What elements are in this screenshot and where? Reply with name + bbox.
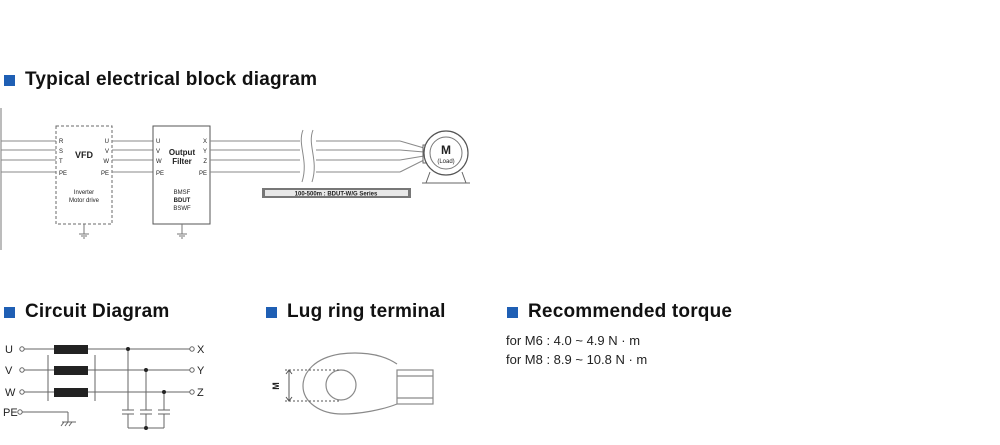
cable-length-label: 100-500m : BDUT-W/G Series <box>295 192 378 198</box>
torque-line-m6: for M6 : 4.0 ~ 4.9 N · m <box>506 333 641 348</box>
filter-out-label: Z <box>203 159 207 165</box>
inductor-icon <box>54 388 88 397</box>
heading-circuit-diagram: Circuit Diagram <box>4 301 169 323</box>
section-bullet <box>4 74 15 86</box>
vfd-in-label: T <box>59 159 63 165</box>
heading-text: Recommended torque <box>528 301 733 322</box>
filter-out-label: Y <box>203 149 207 155</box>
filter-title: Filter <box>172 157 192 166</box>
filter-model: BSWF <box>173 206 191 212</box>
circuit-input-label: W <box>5 387 16 399</box>
filter-out-label: X <box>203 139 207 145</box>
vfd-box <box>55 125 113 225</box>
vfd-out-label: W <box>103 159 109 165</box>
section-bullet <box>4 306 15 318</box>
section-bullet <box>507 306 518 318</box>
circuit-junction-dots <box>126 347 166 430</box>
circuit-input-label: U <box>5 344 13 356</box>
heading-recommended-torque: Recommended torque <box>507 301 732 323</box>
filter-in-label: U <box>156 139 160 145</box>
filter-in-label: W <box>156 159 162 165</box>
junction-dot <box>126 347 130 351</box>
heading-text: Circuit Diagram <box>25 301 170 322</box>
lug-dimension-marker <box>285 369 341 402</box>
circuit-output-label: Z <box>197 387 204 399</box>
filter-in-label: PE <box>156 171 164 177</box>
cable-break-icon <box>300 129 315 183</box>
heading-text: Lug ring terminal <box>287 301 446 322</box>
lug-ring-terminal-icon <box>302 352 434 415</box>
vfd-in-labels: R S T PE <box>59 139 67 177</box>
heading-text: Typical electrical block diagram <box>25 69 318 90</box>
circuit-wires <box>17 346 195 429</box>
vfd-out-label: V <box>105 149 109 155</box>
circuit-inductor-icons <box>54 345 88 397</box>
section-bullet <box>266 306 277 318</box>
filter-out-label: PE <box>199 171 207 177</box>
vfd-caption: Motor drive <box>69 198 100 204</box>
vfd-in-label: S <box>59 149 63 155</box>
filter-box <box>152 125 211 225</box>
circuit-output-label: X <box>197 344 205 356</box>
circuit-input-label: PE <box>3 407 18 419</box>
inductor-icon <box>54 345 88 354</box>
vfd-caption: Inverter <box>74 190 94 196</box>
ground-icon <box>79 224 89 239</box>
supply-lines <box>1 140 56 173</box>
heading-block-diagram: Typical electrical block diagram <box>4 69 317 91</box>
cable-lines <box>210 140 425 173</box>
lug-dimension-label: M <box>271 382 281 390</box>
inductor-icon <box>54 366 88 375</box>
vfd-in-label: R <box>59 139 64 145</box>
junction-dot <box>162 390 166 394</box>
cable-length-bar-inner <box>265 190 408 196</box>
circuit-output-label: Y <box>197 365 205 377</box>
drive-lines <box>112 140 153 173</box>
junction-dot <box>144 426 148 430</box>
motor-caption: (Load) <box>437 159 454 165</box>
vfd-title: VFD <box>75 150 94 160</box>
vfd-out-label: U <box>105 139 109 145</box>
filter-title: Output <box>169 148 196 157</box>
filter-model: BDUT <box>174 198 191 204</box>
vfd-in-label: PE <box>59 171 67 177</box>
filter-model: BMSF <box>174 190 191 196</box>
circuit-input-label: V <box>5 365 13 377</box>
vfd-out-label: PE <box>101 171 109 177</box>
filter-in-label: V <box>156 149 160 155</box>
motor-icon <box>422 130 470 184</box>
heading-lug-ring-terminal: Lug ring terminal <box>266 301 446 323</box>
ground-icon <box>177 224 187 239</box>
vfd-out-labels: U V W PE <box>101 139 109 177</box>
torque-line-m8: for M8 : 8.9 ~ 10.8 N · m <box>506 352 648 367</box>
circuit-input-labels: U V W PE <box>3 344 18 419</box>
filter-in-labels: U V W PE <box>156 139 164 177</box>
filter-out-labels: X Y Z PE <box>199 139 207 177</box>
circuit-output-labels: X Y Z <box>197 344 205 399</box>
motor-letter: M <box>441 143 451 157</box>
junction-dot <box>144 368 148 372</box>
